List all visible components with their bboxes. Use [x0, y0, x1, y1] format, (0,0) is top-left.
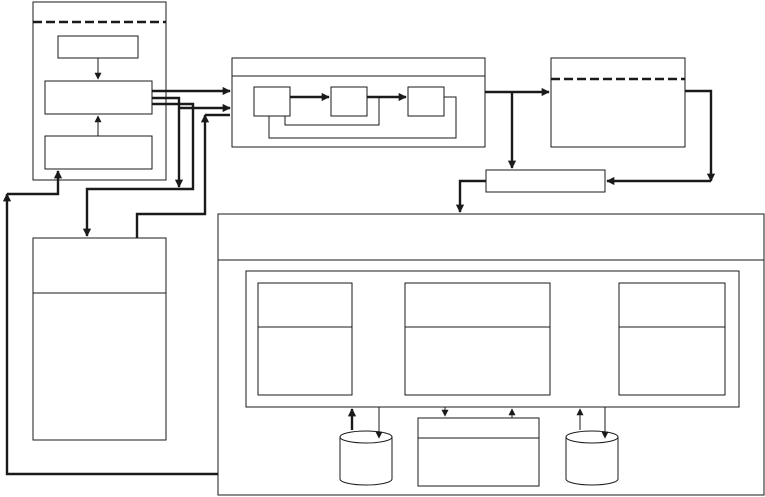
database-right-icon: [565, 430, 619, 486]
feedback-loop-outer: [268, 96, 457, 139]
connectors: [2, 86, 716, 476]
pipeline-stage-1: [253, 86, 291, 117]
arrow-right-module-down: [685, 89, 716, 182]
arrow-main-to-left-return: [2, 193, 218, 476]
left-lower-module-frame: [32, 237, 167, 441]
left-lower-module: [32, 237, 167, 441]
right-module-frame: [550, 57, 686, 148]
storage-box: [417, 417, 540, 487]
left-module-top-box: [57, 35, 139, 59]
arrow-return-into-left: [7, 170, 63, 196]
database-left-icon: [339, 430, 393, 486]
arrow-to-left-lower: [82, 102, 195, 237]
pipeline-module: [231, 57, 486, 148]
component-left: [257, 282, 353, 396]
component-right: [618, 282, 726, 396]
component-center: [404, 282, 551, 396]
junction-box: [485, 169, 606, 193]
feedback-loop-inner: [284, 97, 380, 126]
arrow-left-drop-1: [152, 96, 184, 188]
pipeline-stage-2: [330, 86, 368, 117]
pipeline-stage-3: [407, 86, 445, 117]
main-module: [217, 213, 765, 496]
right-module: [550, 57, 686, 148]
arrow-junction-to-main: [455, 179, 486, 213]
left-module-bottom-box: [44, 135, 153, 170]
left-module-middle-box: [44, 80, 153, 115]
arrow-lower-to-pipeline: [135, 114, 210, 238]
left-module: [32, 1, 167, 181]
